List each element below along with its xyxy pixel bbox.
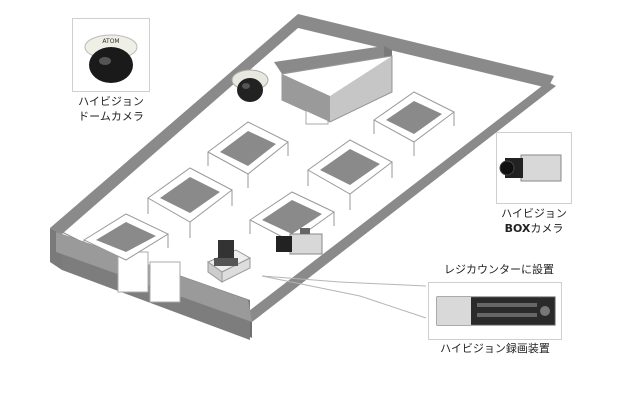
dome-camera-icon: ATOM	[84, 34, 138, 83]
dome-highlight	[242, 83, 250, 89]
recorder-buttons	[477, 303, 537, 307]
register-monitor	[218, 240, 234, 258]
box-camera-wall	[276, 228, 323, 255]
dome-highlight	[99, 57, 111, 65]
box-camera-body	[520, 154, 562, 182]
dome-lens	[89, 47, 133, 83]
recorder-card	[428, 282, 562, 340]
entrance-door-right	[149, 261, 181, 303]
entrance-door-left	[117, 251, 149, 293]
table-top	[220, 131, 276, 166]
recorder-icon	[436, 296, 556, 326]
recorder-dial	[540, 306, 550, 316]
leader-line	[261, 275, 427, 319]
table-top	[320, 149, 380, 185]
table	[82, 213, 170, 261]
recorder-buttons	[477, 313, 537, 317]
table	[373, 91, 455, 156]
table	[207, 121, 289, 188]
box-camera-label: ハイビジョン BOXカメラ	[494, 206, 574, 236]
box-camera-body	[289, 233, 323, 255]
dome-camera-label: ハイビジョン ドームカメラ	[70, 94, 152, 124]
dome-camera-ceiling	[231, 69, 269, 102]
box-camera-label-line1: ハイビジョン	[501, 207, 567, 220]
back-room-wall	[274, 46, 392, 74]
box-camera-mount	[300, 228, 310, 234]
dome-lens	[237, 78, 263, 102]
table	[307, 139, 393, 210]
box-camera-icon	[499, 154, 562, 182]
dome-brand: ATOM	[102, 38, 119, 45]
recorder-caption: ハイビジョン録画装置	[440, 342, 550, 355]
box-camera-label-line2: BOXカメラ	[494, 221, 574, 236]
counter-side	[221, 257, 251, 283]
box-camera-lens	[276, 236, 292, 252]
box-camera-card	[496, 132, 572, 204]
left-wall	[50, 14, 298, 234]
table	[147, 167, 233, 238]
leader-line	[261, 275, 427, 287]
box-camera-label-rest: カメラ	[530, 222, 564, 235]
table-top	[96, 222, 156, 252]
right-wall	[240, 82, 556, 322]
box-camera-lens-front	[499, 160, 515, 176]
dome-camera-card: ATOM	[72, 18, 150, 92]
recorder-front-panel	[437, 297, 471, 325]
table	[249, 191, 335, 243]
dome-camera-label-line1: ハイビジョン	[78, 95, 144, 108]
table-top	[262, 200, 322, 234]
register-note-label: レジカウンターに設置	[444, 263, 554, 276]
register-counter	[206, 240, 252, 283]
table-top	[160, 177, 220, 213]
register-keys	[214, 258, 238, 266]
back-room-wall-front	[282, 74, 330, 122]
dome-camera-label-line2: ドームカメラ	[78, 110, 144, 123]
table-top	[386, 101, 442, 134]
back-wall	[298, 14, 554, 88]
back-room-wall-right2	[330, 56, 392, 122]
box-camera-label-bold: BOX	[504, 222, 531, 235]
